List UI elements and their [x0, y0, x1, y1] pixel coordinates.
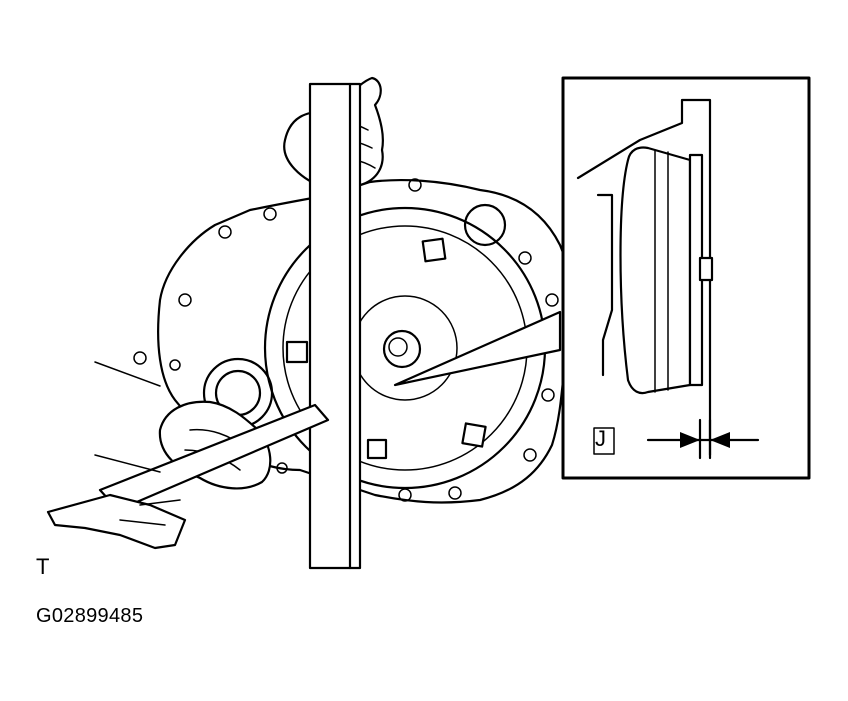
corner-mark-label: T	[36, 554, 50, 579]
straightedge	[308, 82, 362, 570]
callout-leader	[393, 310, 562, 387]
inset-letter-label: J	[595, 426, 606, 451]
dimension-arrows	[646, 418, 760, 460]
vernier-caliper	[46, 361, 330, 550]
figure-code-label: G02899485	[36, 605, 144, 627]
detail-inset	[561, 76, 811, 480]
